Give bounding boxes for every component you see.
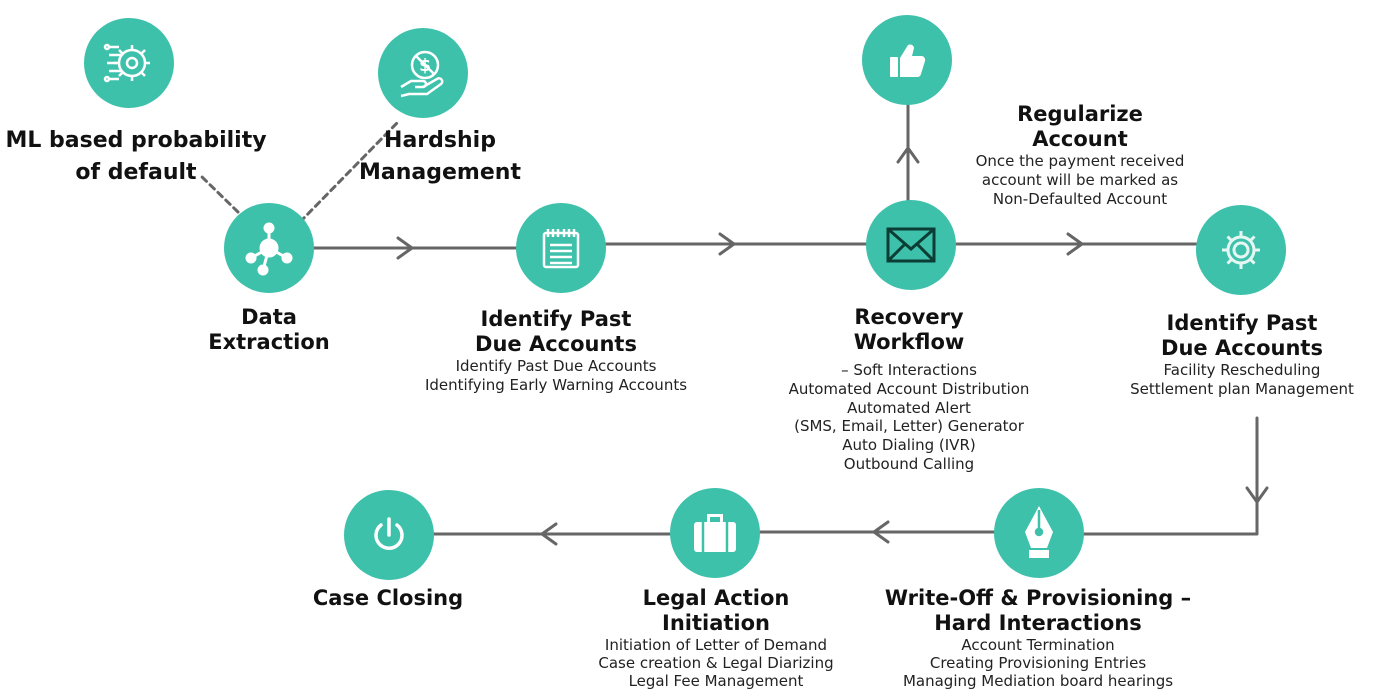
ml-dashed-link bbox=[198, 173, 240, 214]
detail-line: (SMS, Email, Letter) Generator bbox=[794, 417, 1024, 436]
identify-past-due-node-1 bbox=[516, 203, 606, 293]
detail-line: Creating Provisioning Entries bbox=[929, 654, 1147, 672]
pen-nib-icon bbox=[1025, 506, 1053, 558]
title-line: Due Accounts bbox=[475, 332, 637, 356]
detail-line: Automated Alert bbox=[847, 398, 971, 417]
arrow-head-2 bbox=[718, 232, 736, 256]
calendar-icon bbox=[542, 229, 580, 269]
detail-line: Managing Mediation board hearings bbox=[902, 672, 1174, 690]
hardship-node: $ bbox=[378, 28, 468, 118]
title-line: Workflow bbox=[853, 330, 965, 354]
recovery-workflow-label: Recovery Workflow – Soft Interactions Au… bbox=[744, 305, 1074, 474]
title-line: Case Closing bbox=[312, 586, 464, 610]
arrow-head-5 bbox=[540, 522, 558, 546]
arrow-head-3 bbox=[1066, 232, 1084, 256]
title-line: Recovery bbox=[854, 305, 964, 329]
detail-line: Account Termination bbox=[961, 636, 1115, 654]
thumbs-up-icon bbox=[890, 44, 926, 78]
title-line: Regularize bbox=[1017, 102, 1143, 126]
detail-line: Non-Defaulted Account bbox=[992, 190, 1168, 208]
title-line: Legal Action bbox=[642, 586, 790, 610]
hand-dollar-icon: $ bbox=[400, 50, 444, 98]
detail-line: Initiation of Letter of Demand bbox=[604, 636, 828, 654]
data-extraction-title: Data Extraction bbox=[180, 305, 358, 355]
regularize-node bbox=[862, 15, 952, 105]
title-line: Data bbox=[241, 305, 297, 329]
identify-past-due-label-2: Identify Past Due Accounts Facility Resc… bbox=[1097, 311, 1387, 399]
detail-line: Once the payment received bbox=[975, 152, 1185, 170]
connector-identify2-to-writeoff bbox=[1082, 416, 1259, 536]
ml-title: ML based probability of default bbox=[0, 125, 272, 189]
network-icon bbox=[245, 222, 293, 276]
title-line: Identify Past bbox=[1166, 311, 1318, 335]
detail-line: Case creation & Legal Diarizing bbox=[598, 654, 834, 672]
write-off-label: Write-Off & Provisioning – Hard Interact… bbox=[858, 586, 1218, 690]
svg-text:$: $ bbox=[419, 56, 431, 76]
detail-line: Settlement plan Management bbox=[1130, 380, 1354, 398]
ml-node bbox=[84, 18, 174, 108]
power-icon bbox=[374, 517, 404, 550]
hardship-dashed-link bbox=[298, 120, 400, 224]
case-closing-title: Case Closing bbox=[290, 586, 486, 611]
detail-line: Identifying Early Warning Accounts bbox=[424, 376, 688, 394]
legal-action-node bbox=[670, 488, 760, 578]
detail-line: Automated Account Distribution bbox=[788, 379, 1030, 398]
arrow-head-4 bbox=[872, 520, 890, 544]
arrow-head-1 bbox=[396, 236, 414, 260]
title-line: Hard Interactions bbox=[934, 611, 1142, 635]
data-extraction-node bbox=[224, 203, 314, 293]
identify-past-due-node-2 bbox=[1196, 205, 1286, 295]
recovery-workflow-node bbox=[866, 200, 956, 290]
detail-line: Identify Past Due Accounts bbox=[455, 357, 657, 375]
title-line: ML based probability bbox=[5, 128, 267, 153]
title-line: Identify Past bbox=[480, 307, 632, 331]
title-line: Account bbox=[1032, 127, 1128, 151]
arrow-head-up bbox=[896, 146, 920, 164]
title-line: Hardship bbox=[384, 128, 496, 153]
detail-line: Auto Dialing (IVR) bbox=[842, 436, 976, 455]
title-line: Extraction bbox=[208, 330, 330, 354]
detail-line: account will be marked as bbox=[981, 171, 1179, 189]
detail-line: Outbound Calling bbox=[843, 454, 975, 473]
arrow-head-down bbox=[1245, 486, 1269, 504]
legal-action-label: Legal Action Initiation Initiation of Le… bbox=[556, 586, 876, 690]
detail-line: – Soft Interactions bbox=[841, 361, 977, 379]
brain-gear-icon bbox=[103, 43, 150, 83]
detail-line: Legal Fee Management bbox=[628, 672, 804, 690]
regularize-label: Regularize Account Once the payment rece… bbox=[932, 102, 1228, 209]
title-line: of default bbox=[75, 160, 197, 185]
title-line: Management bbox=[359, 160, 521, 185]
identify-past-due-label-1: Identify Past Due Accounts Identify Past… bbox=[380, 307, 732, 395]
briefcase-icon bbox=[694, 514, 736, 552]
case-closing-node bbox=[344, 490, 434, 580]
detail-line: Facility Rescheduling bbox=[1163, 361, 1321, 379]
gear-icon bbox=[1222, 231, 1260, 269]
title-line: Write-Off & Provisioning – bbox=[884, 586, 1192, 610]
write-off-node bbox=[994, 488, 1084, 578]
title-line: Due Accounts bbox=[1161, 336, 1323, 360]
hardship-title: Hardship Management bbox=[345, 125, 535, 189]
title-line: Initiation bbox=[662, 611, 770, 635]
envelope-icon bbox=[886, 227, 936, 263]
